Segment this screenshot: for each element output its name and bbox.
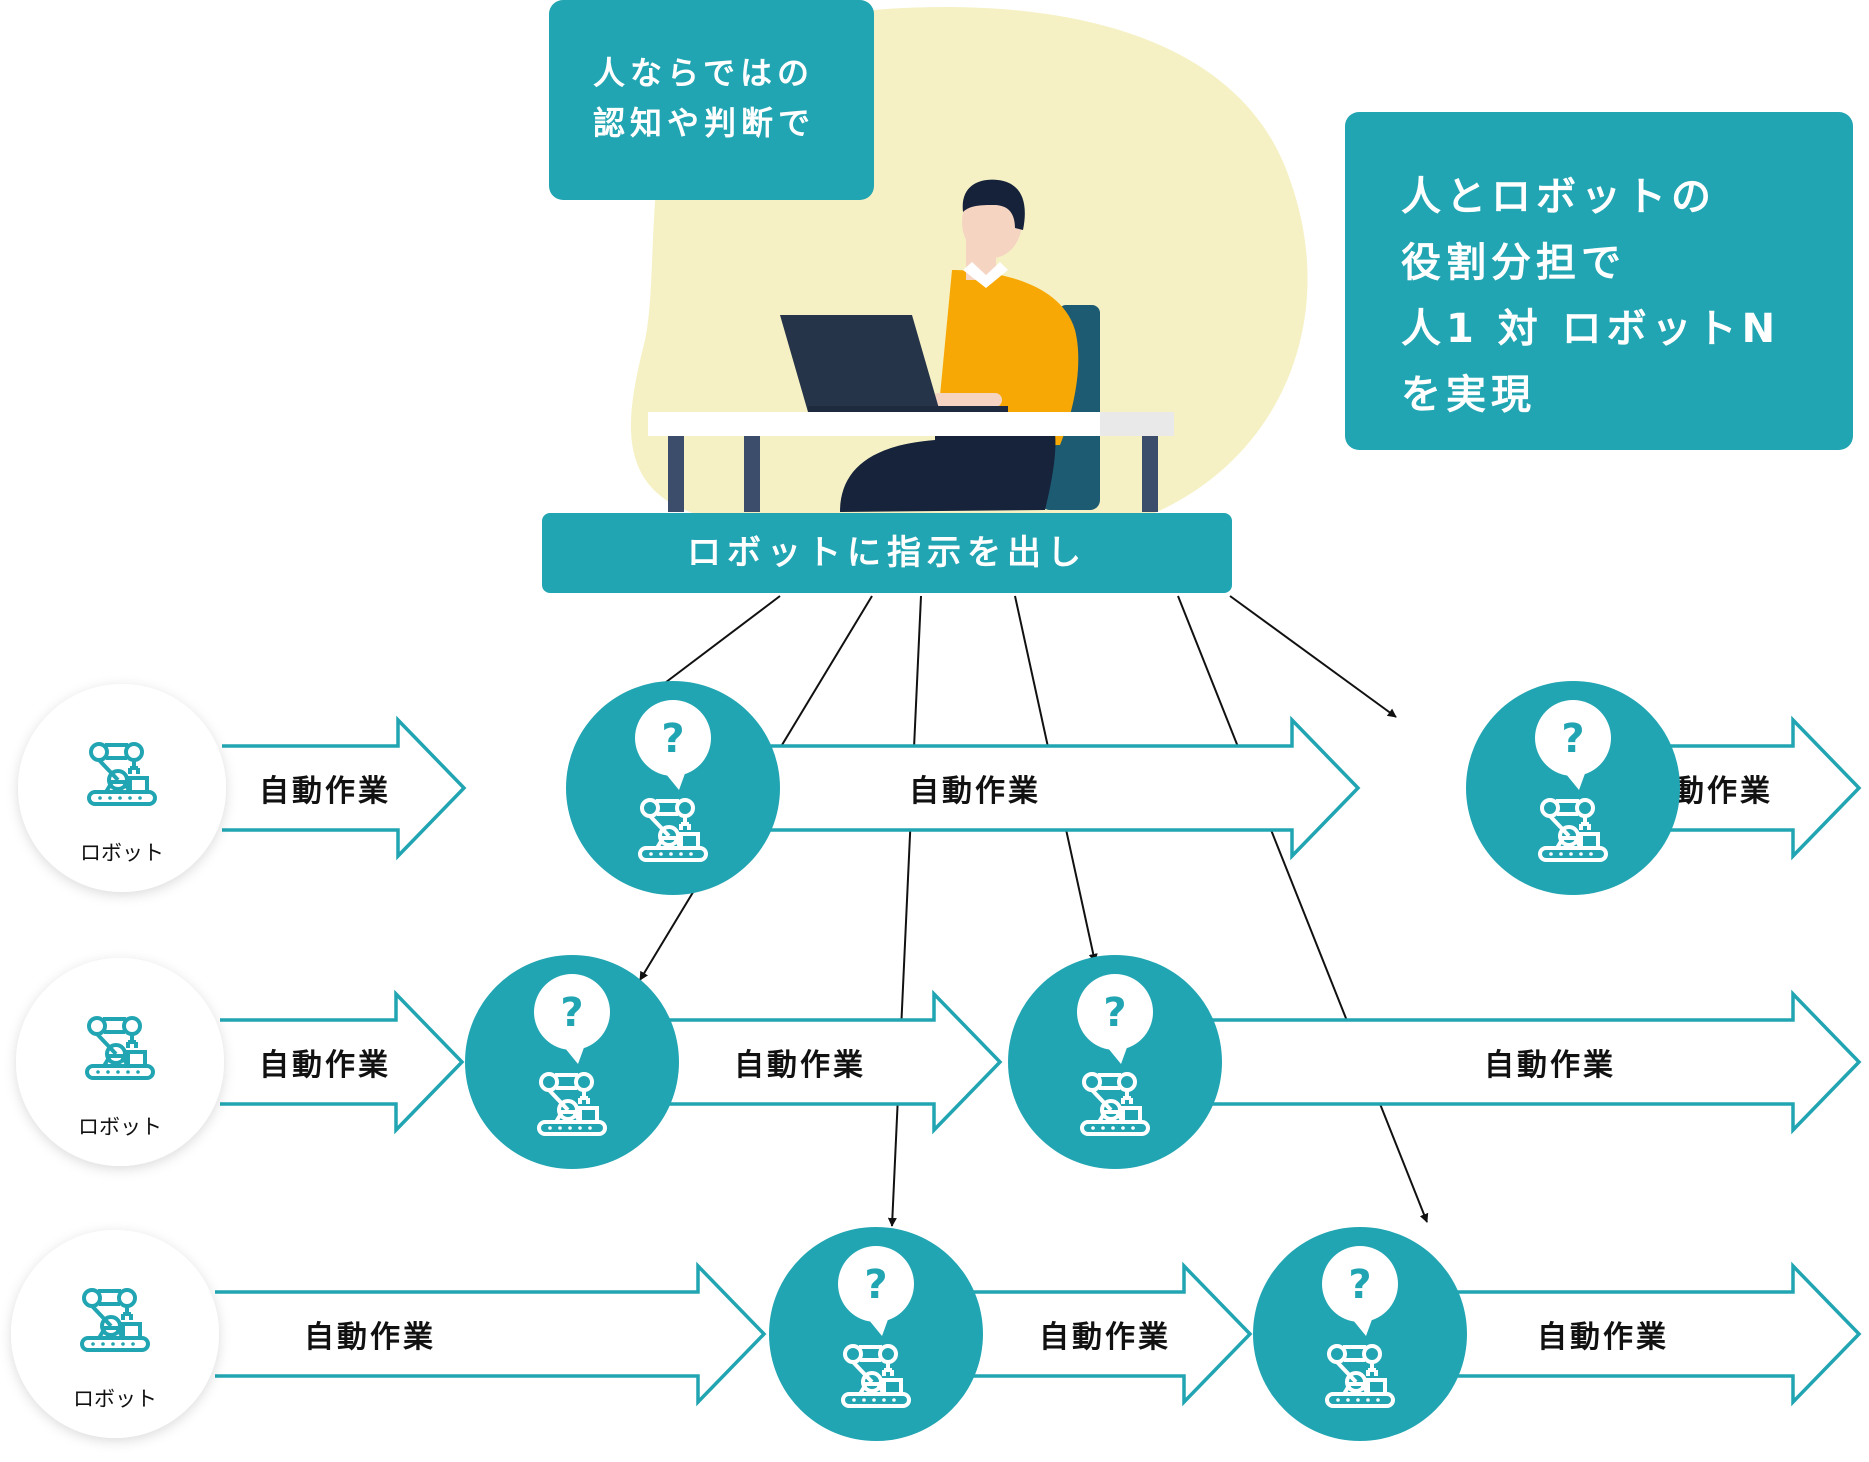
instruction-connector (1229, 595, 1397, 718)
robot-label: ロボット (80, 841, 164, 865)
speech-bubble-icon (635, 700, 711, 776)
task-label: 自動作業 (909, 774, 1041, 809)
robot-label: ロボット (78, 1115, 162, 1139)
cognition-callout-line: 認知や判断で (593, 104, 816, 142)
task-arrow (215, 1261, 767, 1407)
robot-rows: 自動作業自動作業自動作業ロボット??自動作業自動作業自動作業ロボット??自動作業… (11, 681, 1862, 1441)
summary-callout-line: 人1 対 ロボットN (1401, 306, 1781, 352)
summary-callout-line: 役割分担で (1401, 240, 1626, 286)
task-label: 自動作業 (259, 774, 391, 809)
task-arrow (222, 715, 467, 861)
task-arrow (673, 715, 1361, 861)
summary-callout-line: を実現 (1401, 372, 1536, 418)
cognition-callout: 人ならではの 認知や判断で (549, 0, 874, 200)
summary-callout: 人とロボットの 役割分担で 人1 対 ロボットN を実現 (1345, 112, 1853, 450)
speech-bubble-icon (534, 974, 610, 1050)
judgment-node: ? (1253, 1227, 1467, 1441)
instruction-connector (1177, 595, 1429, 1223)
instruction-connector (887, 595, 922, 1227)
judgment-node: ? (465, 955, 679, 1169)
task-label: 自動作業 (1484, 1048, 1616, 1083)
speech-bubble-icon (838, 1246, 914, 1322)
robot-card: ロボット (16, 958, 224, 1166)
task-arrow (572, 989, 1003, 1135)
robot-label: ロボット (73, 1387, 157, 1411)
robot-card: ロボット (11, 1230, 219, 1438)
question-mark: ? (661, 716, 684, 762)
question-mark: ? (864, 1262, 887, 1308)
speech-bubble-icon (1535, 700, 1611, 776)
instruction-connector (644, 595, 781, 699)
task-arrow (1115, 989, 1862, 1135)
question-mark: ? (560, 990, 583, 1036)
question-mark: ? (1348, 1262, 1371, 1308)
judgment-node: ? (1466, 681, 1680, 895)
robot-card: ロボット (18, 684, 226, 892)
summary-callout-line: 人とロボットの (1401, 174, 1716, 220)
task-label: 自動作業 (734, 1048, 866, 1083)
instruction-bar: ロボットに指示を出し (542, 513, 1232, 593)
speech-bubble-icon (1077, 974, 1153, 1050)
instruction-connectors (639, 595, 1429, 1227)
question-mark: ? (1561, 716, 1584, 762)
judgment-node: ? (566, 681, 780, 895)
cognition-callout-line: 人ならではの (593, 54, 815, 92)
judgment-node: ? (1008, 955, 1222, 1169)
question-mark: ? (1103, 990, 1126, 1036)
judgment-node: ? (769, 1227, 983, 1441)
task-label: 自動作業 (259, 1048, 391, 1083)
speech-bubble-icon (1322, 1246, 1398, 1322)
task-label: 自動作業 (1039, 1320, 1171, 1355)
task-arrow (220, 989, 465, 1135)
task-arrow (1360, 1261, 1862, 1407)
person-at-desk-illustration (648, 179, 1174, 512)
task-label: 自動作業 (1537, 1320, 1669, 1355)
task-label: 自動作業 (304, 1320, 436, 1355)
